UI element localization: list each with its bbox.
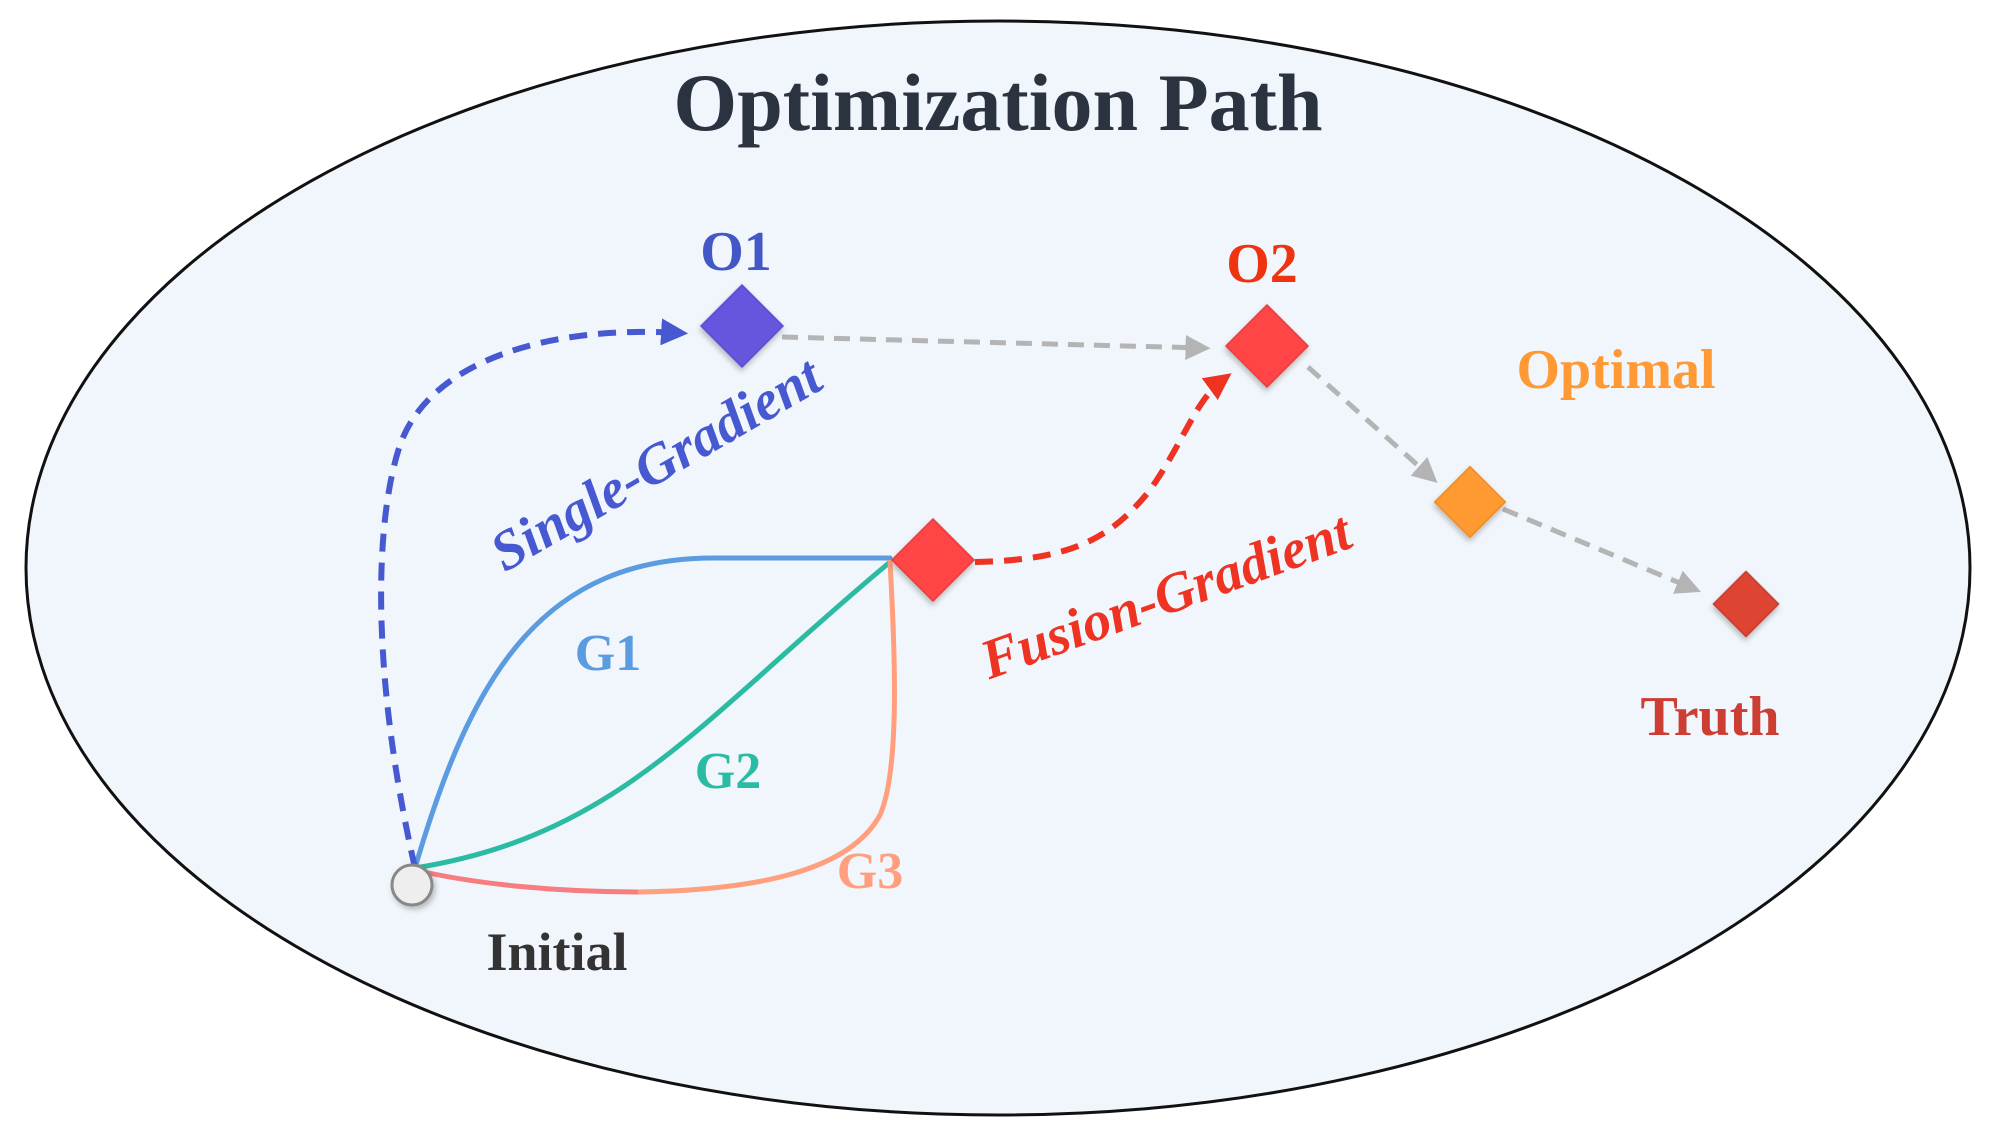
o1-label: O1 xyxy=(700,221,772,283)
o1-to-o2-arrow xyxy=(781,334,1211,361)
o1-marker xyxy=(699,283,785,369)
g1-curve xyxy=(412,555,893,871)
optimal-label: Optimal xyxy=(1516,339,1715,401)
background-ellipse xyxy=(24,19,1972,1117)
g2-curve xyxy=(412,559,893,871)
initial-label: Initial xyxy=(486,922,627,982)
g3-label: G3 xyxy=(837,843,903,900)
fusion-point-marker xyxy=(890,517,976,603)
single-gradient-path xyxy=(378,318,689,869)
g2-label: G2 xyxy=(695,743,761,800)
o2-marker xyxy=(1224,303,1310,389)
o2-to-optimal-arrow xyxy=(1306,365,1438,484)
truth-marker xyxy=(1712,570,1780,638)
optimal-to-truth-arrow xyxy=(1502,506,1701,594)
initial-point xyxy=(390,863,434,907)
truth-label: Truth xyxy=(1641,686,1780,748)
o2-label: O2 xyxy=(1226,233,1298,295)
g3-curve-red-part xyxy=(412,867,643,895)
g1-label: G1 xyxy=(575,625,641,682)
diagram-title: Optimization Path xyxy=(673,57,1322,148)
g3-curve xyxy=(637,559,897,895)
optimal-marker xyxy=(1433,465,1507,539)
fusion-gradient-path xyxy=(974,373,1232,565)
